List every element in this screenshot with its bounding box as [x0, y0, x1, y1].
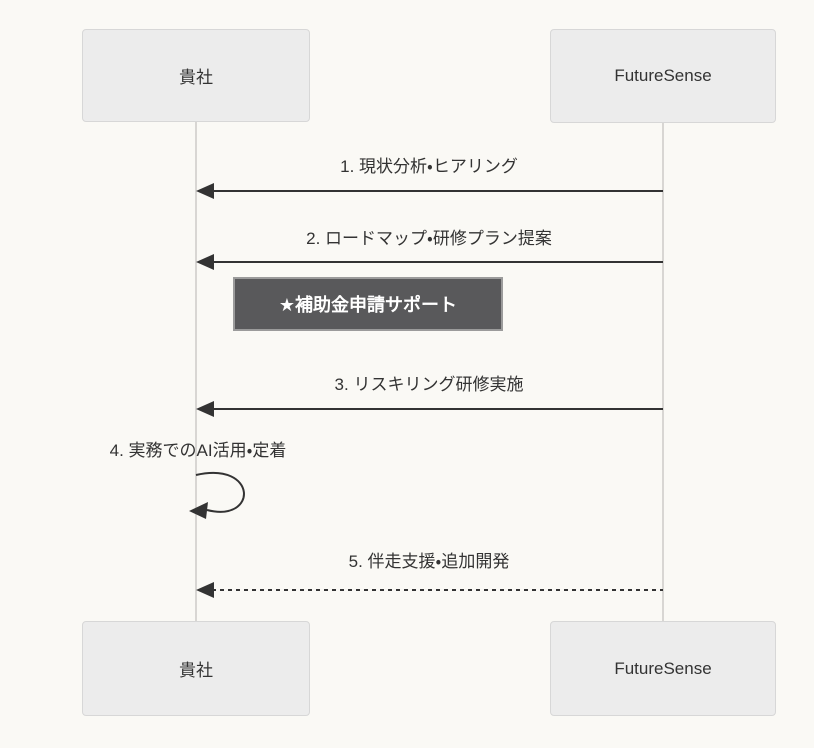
message-1-arrowhead-icon — [196, 183, 214, 199]
message-4-arrowhead-icon — [189, 502, 208, 519]
message-4-self-loop-line — [195, 472, 245, 513]
message-5-arrowhead-icon — [196, 582, 214, 598]
message-4-label: 4. 実務でのAI活用・定着 — [109, 441, 287, 460]
actor-bottom-futuresense: FutureSense — [550, 621, 776, 716]
message-3-arrowhead-icon — [196, 401, 214, 417]
message-2-arrowhead-icon — [196, 254, 214, 270]
actor-bottom-kisha: 貴社 — [82, 621, 310, 716]
message-2-label: 2. ロードマップ・研修プラン提案 — [306, 229, 552, 248]
message-3-label: 3. リスキリング研修実施 — [334, 375, 524, 394]
message-1-label: 1. 現状分析・ヒアリング — [340, 157, 518, 176]
actor-top-futuresense: FutureSense — [550, 29, 776, 123]
message-5-label: 5. 伴走支援・追加開発 — [348, 552, 510, 571]
note-subsidy-support: ★補助金申請サポート — [233, 277, 503, 331]
actor-top-kisha: 貴社 — [82, 29, 310, 122]
